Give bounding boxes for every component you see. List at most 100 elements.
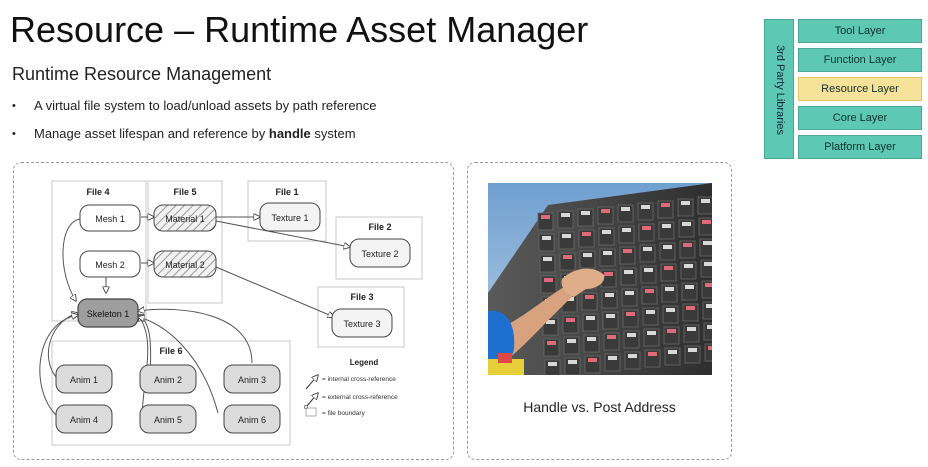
mailbox-label	[666, 308, 675, 312]
bullet-bold-text: handle	[268, 126, 311, 141]
mailbox-label	[621, 207, 630, 211]
file-label-5: File 5	[173, 187, 196, 197]
file-label-2: File 2	[368, 222, 391, 232]
node-anim-1-label: Anim 1	[70, 375, 98, 385]
file-boundary-file2	[335, 216, 423, 280]
mailbox-label	[568, 360, 577, 364]
mailbox-label	[685, 285, 694, 289]
mailbox-label	[648, 352, 657, 356]
mailbox-label	[708, 346, 712, 350]
mailbox-label	[644, 268, 653, 272]
mailbox-label	[547, 341, 556, 345]
mailbox-label	[563, 255, 572, 259]
node-texture-2-label: Texture 2	[361, 249, 398, 259]
node-texture-1-label: Texture 1	[271, 213, 308, 223]
mailbox-label	[687, 327, 696, 331]
mailbox-label	[542, 236, 551, 240]
mailbox-label	[588, 358, 597, 362]
node-anim-4: Anim 4	[55, 404, 113, 434]
mailbox-label	[622, 228, 631, 232]
mailbox-label	[628, 354, 637, 358]
node-material-2: Material 2	[153, 250, 217, 278]
mailbox-label	[702, 220, 711, 224]
layer-core: Core Layer	[798, 106, 922, 130]
node-anim-3: Anim 3	[223, 364, 281, 394]
bullet-text: Manage asset lifespan and reference by	[34, 126, 269, 141]
mailbox	[700, 259, 712, 278]
file-label-3: File 3	[350, 292, 373, 302]
node-skeleton-1-label: Skeleton 1	[87, 309, 130, 319]
mailbox-label	[586, 316, 595, 320]
reference-connectors	[39, 217, 350, 416]
bullet-text: A virtual file system to load/unload ass…	[34, 98, 377, 113]
node-material-2-label: Material 2	[165, 260, 205, 270]
mailbox-label	[608, 356, 617, 360]
mailbox-label	[643, 247, 652, 251]
node-anim-6-label: Anim 6	[238, 415, 266, 425]
image-caption: Handle vs. Post Address	[523, 399, 676, 415]
mailbox-label	[645, 289, 654, 293]
mailbox-label	[561, 213, 570, 217]
mailbox-label	[704, 262, 712, 266]
mailbox-label	[625, 291, 634, 295]
node-material-1: Material 1	[153, 204, 217, 232]
mailbox-label	[602, 230, 611, 234]
mailbox-label	[684, 264, 693, 268]
mailbox-label	[664, 266, 673, 270]
file-boundary-file6	[51, 340, 291, 446]
mailbox-label	[604, 272, 613, 276]
mailbox-label	[647, 331, 656, 335]
mailbox-label	[688, 348, 697, 352]
legend-external: = external cross-reference	[322, 394, 398, 401]
reference-diagram: File 4 File 5 File 1 File 2 File 3 File …	[39, 180, 423, 446]
mailbox-label	[562, 234, 571, 238]
node-anim-3-label: Anim 3	[238, 375, 266, 385]
node-mesh-1: Mesh 1	[79, 204, 141, 232]
layer-resource: Resource Layer	[798, 77, 922, 101]
mailbox	[703, 322, 712, 341]
file-label-6: File 6	[159, 346, 182, 356]
third-party-libraries-label: 3rd Party Libraries	[774, 45, 786, 135]
slide-subtitle: Runtime Resource Management	[12, 64, 272, 84]
mailbox-label	[583, 253, 592, 257]
mailbox-label	[662, 224, 671, 228]
layer-tool: Tool Layer	[798, 19, 922, 43]
mailbox-label	[546, 320, 555, 324]
mailbox-label	[682, 222, 691, 226]
mailbox-wall-photo	[488, 183, 712, 375]
mailbox-label	[667, 329, 676, 333]
bullet-item: A virtual file system to load/unload ass…	[10, 92, 377, 120]
mailbox-label	[626, 312, 635, 316]
node-anim-2: Anim 2	[139, 364, 197, 394]
file-boundary-file5	[147, 180, 223, 304]
mailbox-label	[701, 199, 710, 203]
mailbox-label	[581, 211, 590, 215]
mailbox-label	[624, 270, 633, 274]
mailbox-label	[544, 278, 553, 282]
mailbox-label	[641, 205, 650, 209]
mailbox-label	[668, 350, 677, 354]
legend-internal: = internal cross-reference	[322, 376, 396, 383]
bullet-text-end: system	[310, 126, 356, 141]
mailbox-label	[665, 287, 674, 291]
layer-platform: Platform Layer	[798, 135, 922, 159]
legend-boundary: = file boundary	[322, 410, 366, 417]
mailbox-label	[623, 249, 632, 253]
node-mesh-2: Mesh 2	[79, 250, 141, 278]
mailbox-label	[627, 333, 636, 337]
mailbox-label	[683, 243, 692, 247]
file-boundary-file3	[317, 286, 405, 348]
node-texture-1: Texture 1	[259, 202, 321, 232]
node-material-1-label: Material 1	[165, 214, 205, 224]
mailbox-label	[582, 232, 591, 236]
mailbox-label	[707, 325, 712, 329]
diagram-legend: Legend = internal cross-reference = exte…	[306, 358, 398, 417]
mailbox-label	[601, 209, 610, 213]
mailbox-wall-illustration	[488, 183, 712, 375]
slide-title: Resource – Runtime Asset Manager	[10, 9, 589, 50]
handle-analogy-panel: Handle vs. Post Address	[467, 162, 732, 460]
node-mesh-2-label: Mesh 2	[95, 260, 125, 270]
mailbox-label	[607, 335, 616, 339]
mailbox-label	[642, 226, 651, 230]
node-anim-2-label: Anim 2	[154, 375, 182, 385]
